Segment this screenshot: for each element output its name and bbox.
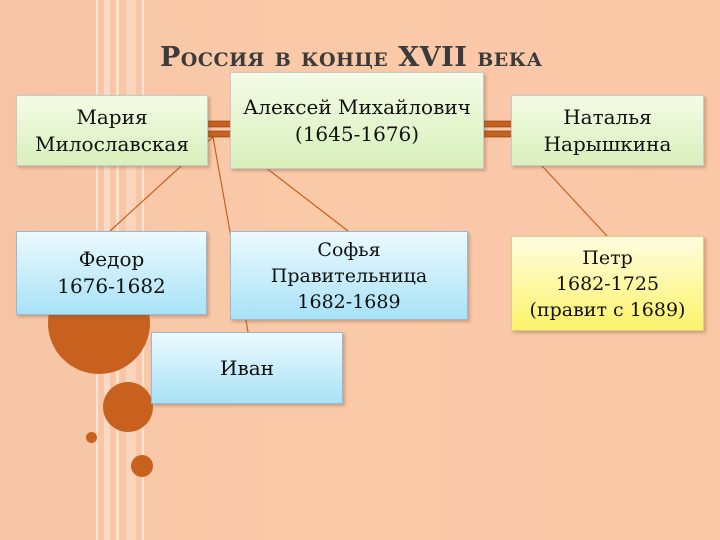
decor-circle-small xyxy=(131,455,153,477)
person-maria: Мария Милославская xyxy=(16,95,208,166)
decor-circle-medium xyxy=(103,382,153,432)
natalia-name: Наталья xyxy=(563,104,652,129)
natalia-surname: Нарышкина xyxy=(543,131,672,156)
maria-surname: Милославская xyxy=(35,131,189,156)
sofia-years: 1682-1689 xyxy=(297,290,401,313)
sofia-name: Софья xyxy=(317,238,381,261)
person-alexei: Алексей Михайлович (1645-1676) xyxy=(230,72,484,169)
alexei-years: (1645-1676) xyxy=(294,121,420,146)
person-fedor: Федор 1676-1682 xyxy=(16,231,207,315)
person-sofia: Софья Правительница 1682-1689 xyxy=(230,231,468,320)
slide-title: Россия в конце XVII века xyxy=(160,42,543,73)
maria-name: Мария xyxy=(76,104,148,129)
petr-note: (правит с 1689) xyxy=(529,298,686,321)
petr-years: 1682-1725 xyxy=(555,272,660,295)
decor-circle-tiny xyxy=(86,432,97,443)
alexei-name: Алексей Михайлович xyxy=(243,94,471,119)
fedor-name: Федор xyxy=(78,247,145,271)
sofia-role: Правительница xyxy=(270,264,428,287)
petr-name: Петр xyxy=(582,246,633,269)
ivan-name: Иван xyxy=(220,355,274,380)
person-natalia: Наталья Нарышкина xyxy=(511,95,704,166)
person-ivan: Иван xyxy=(151,332,343,404)
person-petr: Петр 1682-1725 (правит с 1689) xyxy=(511,236,704,331)
fedor-years: 1676-1682 xyxy=(57,274,166,298)
